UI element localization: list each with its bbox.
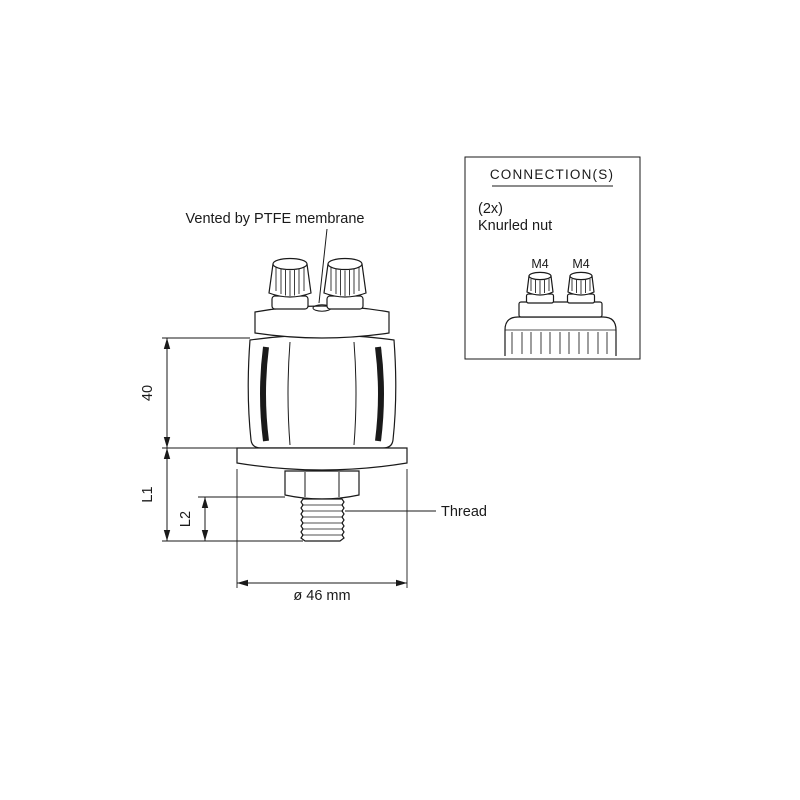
thread-ridges — [302, 504, 343, 536]
nut-top-right — [327, 257, 363, 271]
flange — [236, 447, 408, 471]
connections-title: CONNECTION(S) — [490, 167, 614, 182]
vented-label: Vented by PTFE membrane — [186, 211, 365, 227]
grip-line-right — [353, 341, 357, 446]
mini-nut-knurl-right — [571, 279, 591, 294]
nut-knurl-left — [275, 267, 305, 296]
mini-nut-top-left — [528, 271, 552, 281]
thread-label: Thread — [441, 504, 487, 520]
nut-top-left — [272, 257, 308, 271]
terminal-label-right: M4 — [572, 257, 589, 271]
connections-box-border — [464, 156, 641, 360]
dimensions: 40 L1 L2 ø 46 mm — [140, 337, 408, 604]
vented-leader-line — [318, 228, 328, 304]
grip-line-left — [287, 341, 291, 446]
connections-type: Knurled nut — [478, 218, 552, 234]
extension-lines — [162, 337, 408, 588]
dim-40-label: 40 — [140, 385, 156, 401]
terminal-label-left: M4 — [531, 257, 548, 271]
callouts: Vented by PTFE membrane Thread — [186, 211, 487, 520]
connections-panel: CONNECTION(S) (2x) Knurled nut M4 M4 — [464, 156, 641, 360]
hex-facet-lines — [304, 472, 340, 497]
mini-nut-top-right — [569, 271, 593, 281]
grip-band-right — [375, 346, 384, 442]
nut-washer-right — [326, 295, 364, 310]
terminal-nut-right — [323, 257, 367, 310]
hex-nut — [284, 470, 360, 500]
nut-washer-left — [271, 295, 309, 310]
terminal-nut-left — [268, 257, 312, 310]
terminal-plate — [518, 301, 603, 318]
dim-l1-label: L1 — [140, 486, 156, 502]
thread-stud — [300, 498, 345, 542]
mini-nut-knurl-left — [530, 279, 550, 294]
connections-quantity: (2x) — [478, 201, 503, 217]
mini-knurled-nut-left — [525, 271, 555, 304]
mini-knurled-nut-right — [566, 271, 596, 304]
sensor-assembly — [236, 257, 408, 542]
dim-l2-label: L2 — [178, 511, 194, 527]
grip-band-left — [260, 346, 269, 442]
nut-knurl-right — [330, 267, 360, 296]
dim-diameter-label: ø 46 mm — [293, 588, 350, 604]
mini-cap-slots — [511, 332, 608, 354]
sensor-body — [247, 334, 397, 449]
